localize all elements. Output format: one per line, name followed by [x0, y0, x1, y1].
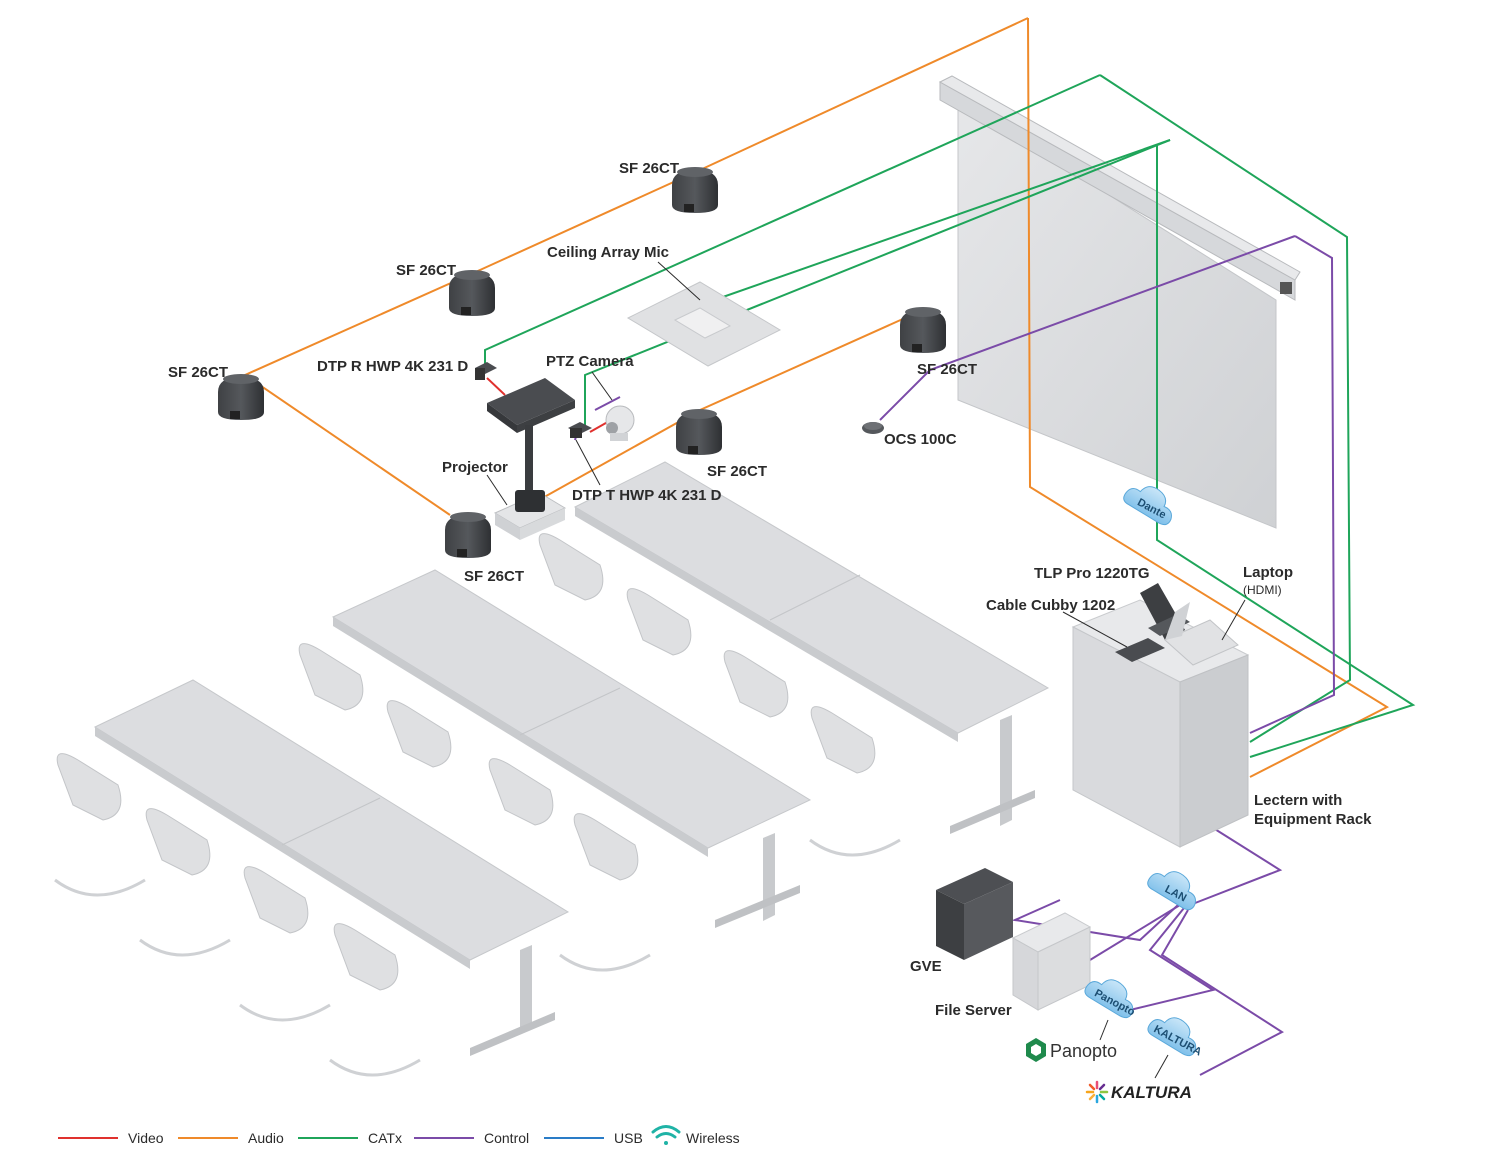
- dtp-r-receiver: [475, 362, 497, 380]
- legend-label-catx: CATx: [368, 1130, 402, 1146]
- file-server-label: File Server: [935, 1002, 1012, 1019]
- file-server: [1011, 912, 1092, 1011]
- ocs-100c-sensor: [862, 422, 884, 434]
- panopto-wordmark: Panopto: [1050, 1041, 1117, 1061]
- lectern-equipment-rack: [1071, 599, 1250, 848]
- legend-label-video: Video: [128, 1130, 164, 1146]
- tables-and-chairs: [54, 461, 1050, 1077]
- panopto-logo: Panopto: [1026, 1038, 1117, 1062]
- speaker-icon-1: [672, 167, 718, 213]
- ceiling-mic-label: Ceiling Array Mic: [547, 244, 669, 261]
- speaker-icon-2: [449, 270, 495, 316]
- kaltura-cloud: KALTURA: [1147, 1017, 1204, 1058]
- laptop-label: Laptop: [1243, 564, 1293, 581]
- dtp-t-label: DTP T HWP 4K 231 D: [572, 487, 722, 504]
- laptop-sublabel: (HDMI): [1243, 583, 1282, 597]
- legend-label-usb: USB: [614, 1130, 643, 1146]
- ocs-label: OCS 100C: [884, 431, 957, 448]
- projector-mount: [487, 378, 575, 540]
- legend-label-control: Control: [484, 1130, 529, 1146]
- legend-label-wireless: Wireless: [686, 1130, 740, 1146]
- lan-cloud: LAN: [1147, 871, 1196, 911]
- leader-lines: [486, 261, 1246, 1079]
- speaker-label-3: SF 26CT: [168, 364, 228, 381]
- cable-cubby-label: Cable Cubby 1202: [986, 597, 1115, 614]
- speaker-icon-4: [900, 307, 946, 353]
- ptz-camera: [605, 405, 635, 441]
- ceiling-array-mic: [626, 281, 782, 367]
- speaker-icon-3: [218, 374, 264, 420]
- kaltura-logo: KALTURA: [1085, 1080, 1192, 1104]
- legend: Video Audio CATx Control USB Wireless: [58, 1125, 740, 1146]
- gve-label: GVE: [910, 958, 942, 975]
- panopto-cloud: Panopto: [1084, 979, 1137, 1019]
- tlp-label: TLP Pro 1220TG: [1034, 565, 1150, 582]
- wireless-icon: [651, 1125, 681, 1145]
- kaltura-wordmark: KALTURA: [1111, 1083, 1192, 1102]
- lectern-label-line1: Lectern with: [1254, 792, 1342, 809]
- speaker-label-6: SF 26CT: [464, 568, 524, 585]
- laptop: [1164, 602, 1239, 666]
- legend-label-audio: Audio: [248, 1130, 284, 1146]
- projection-screen: [938, 75, 1301, 529]
- projector-label: Projector: [442, 459, 508, 476]
- gve-server: [936, 868, 1013, 960]
- dtp-t-transmitter: [568, 422, 592, 438]
- dtp-r-label: DTP R HWP 4K 231 D: [317, 358, 468, 375]
- lectern-label-line2: Equipment Rack: [1254, 811, 1372, 828]
- audio-wires: [242, 17, 1390, 778]
- speaker-icon-6: [445, 512, 491, 558]
- speaker-label-1: SF 26CT: [619, 160, 679, 177]
- cable-cubby: [1115, 638, 1165, 662]
- speaker-icon-5: [676, 409, 722, 455]
- ptz-camera-label: PTZ Camera: [546, 353, 634, 370]
- speaker-label-2: SF 26CT: [396, 262, 456, 279]
- speaker-label-5: SF 26CT: [707, 463, 767, 480]
- speaker-label-4: SF 26CT: [917, 361, 977, 378]
